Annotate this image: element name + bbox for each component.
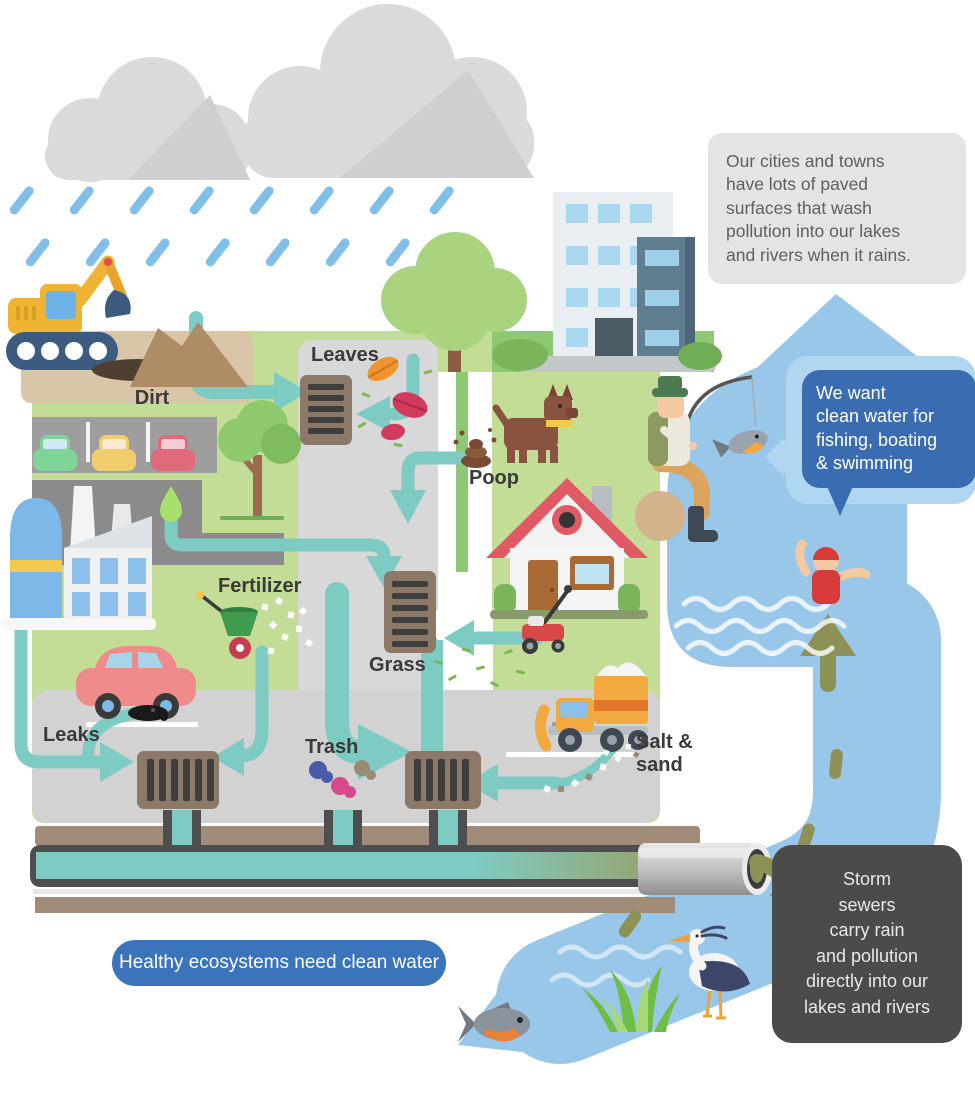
dog [492,384,578,463]
salt-specks [543,743,640,793]
oil-spot [128,705,168,721]
bush [678,342,722,370]
bush [492,339,548,371]
green-sliver [456,372,468,572]
callout-storm-sewers: Storm sewers carry rain and pollution di… [772,845,962,1043]
label-salt-sand: Salt & sand [636,731,693,776]
fertilizer-flow [233,645,269,763]
label-leaks: Leaks [43,724,100,746]
label-poop: Poop [469,467,519,489]
outfall-pipe [638,843,772,895]
fisherman [635,375,757,542]
parking-lot-cars [33,435,195,471]
soil-band [35,897,675,913]
city-buildings [492,192,722,372]
rain [9,186,454,267]
sewer-system [30,810,772,913]
poop-flow [401,451,475,499]
water-waves [549,596,847,988]
label-grass: Grass [369,654,426,676]
soil-band [35,826,700,846]
house [486,478,648,619]
leaking-car [76,646,196,719]
excavator [6,255,131,370]
heron [668,925,750,1020]
salt-truck [535,662,648,752]
label-fertilizer: Fertilizer [218,575,302,597]
rain-cloud [242,4,534,178]
leaves-pieces [357,356,433,448]
speech-bubble-tail [826,484,854,516]
river-grass [582,966,680,1032]
tree [218,400,301,520]
storm-drain [137,751,219,809]
jumping-fish [712,430,768,458]
corridor-flow [325,582,372,764]
storm-drain [405,751,481,809]
label-leaves: Leaves [311,344,379,366]
river-fish [458,1002,530,1042]
flow-arrowheads [100,372,498,802]
storm-drain [300,375,352,445]
poop-pile [453,428,497,468]
dirt-pile [92,322,248,387]
water-droplet [160,486,182,522]
grass-drain-connector [421,640,443,752]
fertilizer-specks [261,596,314,655]
lawn-mower [522,585,572,654]
tree [381,232,527,372]
swimmer [795,539,871,604]
callout-healthy-ecosystems: Healthy ecosystems need clean water [112,940,446,986]
callout-clean-water: We want clean water for fishing, boating… [802,370,975,488]
rain-cloud [45,57,250,182]
building-door [595,318,633,362]
storm-drain [384,571,436,653]
left-loop-flow [14,621,109,769]
label-dirt: Dirt [134,387,170,409]
callout-paved-surfaces: Our cities and towns have lots of paved … [708,133,966,285]
factory-flow [164,495,391,565]
factory [2,486,156,630]
sewer-water [36,852,664,879]
label-trash: Trash [305,736,359,758]
fertilizer-spreader [196,591,258,659]
trash-pieces [309,760,376,798]
